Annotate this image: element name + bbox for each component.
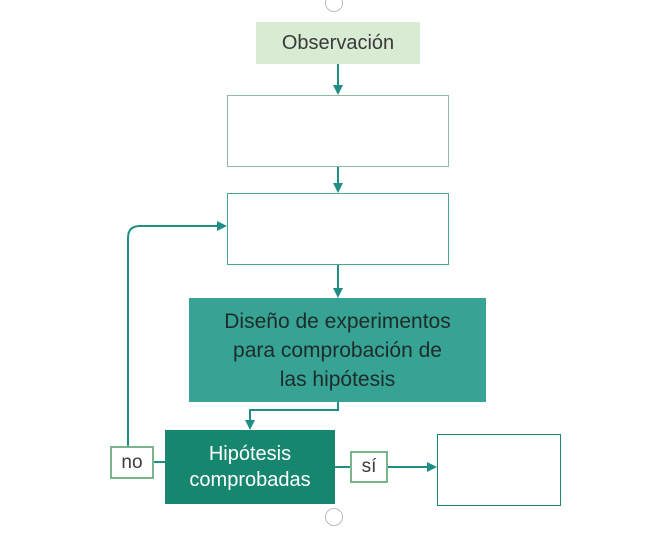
branch-label-no: no	[110, 446, 154, 479]
arrow-diseno-to-hipotesis	[245, 402, 339, 430]
branch-label-no-text: no	[121, 451, 143, 473]
node-diseno-label: Diseño de experimentos para comprobación…	[224, 309, 451, 391]
node-diseno-experimentos: Diseño de experimentos para comprobación…	[189, 298, 486, 402]
branch-label-si-text: sí	[361, 456, 377, 477]
branch-label-si: sí	[350, 451, 388, 483]
bottom-handle-ring	[325, 508, 343, 526]
node-hipotesis-comprobadas: Hipótesis comprobadas	[165, 430, 335, 504]
node-observacion-label: Observación	[281, 31, 395, 54]
node-hipotesis-label: Hipótesis comprobadas	[189, 443, 311, 491]
node-empty-result	[437, 434, 561, 506]
node-observacion: Observación	[256, 22, 420, 64]
node-empty-step-2	[227, 95, 449, 167]
node-empty-step-3	[227, 193, 449, 265]
arrow-no-loop-back	[127, 221, 227, 446]
